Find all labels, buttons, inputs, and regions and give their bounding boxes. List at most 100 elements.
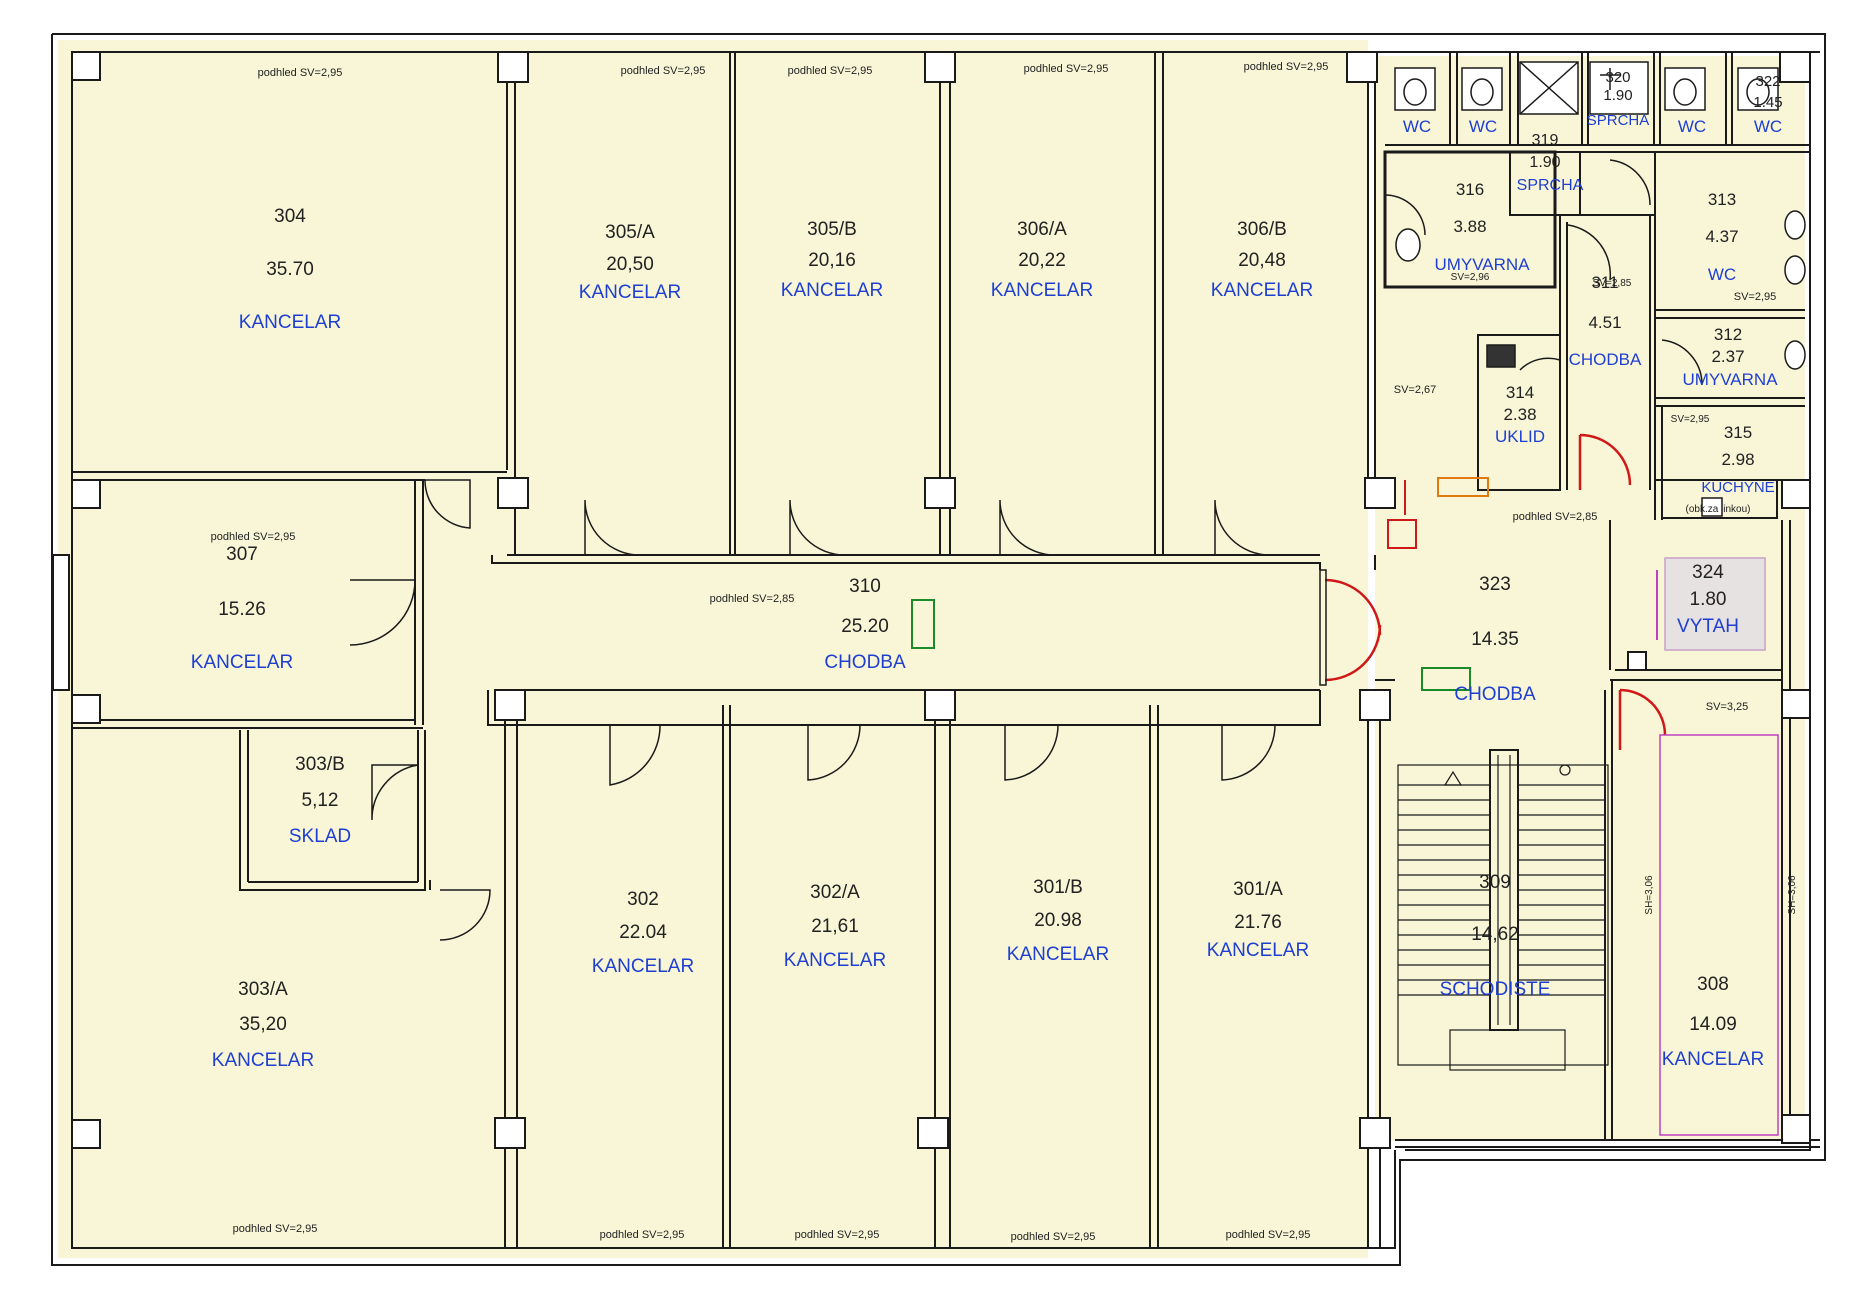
room-name-309: SCHODISTE — [1440, 979, 1551, 1000]
room-area-320: 1.90 — [1603, 87, 1632, 104]
room-area-319: 1.90 — [1529, 154, 1560, 171]
room-name-306a: KANCELAR — [991, 280, 1093, 301]
room-name-310: CHODBA — [824, 652, 906, 673]
room-name-319: SPRCHA — [1517, 177, 1584, 194]
interior-walls — [72, 52, 1810, 1248]
room-308-outline — [1659, 734, 1779, 1136]
room-name-313: WC — [1708, 265, 1736, 284]
room-number-311: 311 — [1591, 273, 1618, 292]
room-number-305a: 305/A — [605, 222, 655, 243]
room-number-307: 307 — [226, 544, 258, 565]
sv-note-316: SV=2,96 — [1451, 272, 1490, 283]
room-name-314: UKLID — [1495, 427, 1545, 446]
staircase — [1397, 749, 1609, 1071]
room-area-324: 1.80 — [1690, 589, 1727, 610]
sanitary-fixtures — [1394, 61, 1806, 517]
room-area-302a: 21,61 — [811, 916, 859, 937]
room-number-301b: 301/B — [1033, 877, 1083, 898]
room-name-304: KANCELAR — [239, 312, 341, 333]
sv-note-311: SV=2,85 — [1593, 278, 1632, 289]
room-name-316: UMYVARNA — [1434, 255, 1530, 274]
wc-label-1: WC — [1403, 117, 1431, 136]
room-name-311: CHODBA — [1569, 350, 1642, 369]
room-area-312: 2.37 — [1711, 347, 1744, 366]
room-name-302a: KANCELAR — [784, 950, 886, 971]
room-area-316: 3.88 — [1453, 217, 1486, 236]
doors — [349, 159, 1703, 941]
ceiling-note-306a: podhled SV=2,95 — [1024, 63, 1109, 75]
room-name-308: KANCELAR — [1662, 1049, 1764, 1070]
room-name-305a: KANCELAR — [579, 282, 681, 303]
room-area-304: 35.70 — [266, 259, 314, 280]
ceiling-note-305b: podhled SV=2,95 — [788, 65, 873, 77]
room-number-301a: 301/A — [1233, 879, 1283, 900]
room-number-322: 322 — [1755, 73, 1780, 90]
room-number-303a: 303/A — [238, 979, 288, 1000]
room-area-301b: 20.98 — [1034, 910, 1082, 931]
room-number-324: 324 — [1692, 562, 1724, 583]
elevator-shaft — [1664, 557, 1766, 651]
left-wall-bump — [52, 554, 70, 691]
room-area-301a: 21.76 — [1234, 912, 1282, 933]
room-number-314: 314 — [1506, 383, 1534, 402]
room-number-302: 302 — [627, 889, 659, 910]
room-name-323: CHODBA — [1454, 684, 1536, 705]
room-area-308: 14.09 — [1689, 1014, 1737, 1035]
sv-note-315: SV=2,95 — [1671, 414, 1710, 425]
room-name-322: WC — [1754, 117, 1782, 136]
room-number-323: 323 — [1479, 574, 1511, 595]
fire-doors — [1324, 433, 1667, 750]
room-name-301a: KANCELAR — [1207, 940, 1309, 961]
sv-note-313: SV=2,95 — [1734, 291, 1777, 303]
room-area-322: 1.45 — [1753, 94, 1782, 111]
ceiling-note-301a: podhled SV=2,95 — [1226, 1229, 1311, 1241]
ceiling-note-301b: podhled SV=2,95 — [1011, 1231, 1096, 1243]
room-number-302a: 302/A — [810, 882, 860, 903]
room-number-316: 316 — [1456, 180, 1484, 199]
sv-note-308: SV=3,25 — [1706, 701, 1749, 713]
room-number-308: 308 — [1697, 974, 1729, 995]
room-area-303a: 35,20 — [239, 1014, 287, 1035]
room-name-320: SPRCHA — [1587, 112, 1650, 129]
room-number-315: 315 — [1724, 423, 1752, 442]
room-area-307: 15.26 — [218, 599, 266, 620]
service-box — [1627, 651, 1647, 671]
room-name-324: VYTAH — [1677, 616, 1739, 637]
room-number-320: 320 — [1605, 69, 1630, 86]
room-name-312: UMYVARNA — [1682, 370, 1778, 389]
room-number-309: 309 — [1479, 872, 1511, 893]
structural-columns — [71, 51, 1811, 1149]
wc-label-2: WC — [1469, 117, 1497, 136]
corridor-glass-door — [1319, 569, 1327, 686]
room-number-303b: 303/B — [295, 754, 345, 775]
room-number-319: 319 — [1532, 132, 1559, 149]
ceiling-note-302a: podhled SV=2,95 — [795, 1229, 880, 1241]
room-area-302: 22.04 — [619, 922, 667, 943]
room-name-303a: KANCELAR — [212, 1050, 314, 1071]
fire-equipment — [1387, 477, 1489, 549]
outer-walls — [51, 33, 1826, 1266]
wc-label-3: WC — [1678, 117, 1706, 136]
ceiling-note-306b: podhled SV=2,95 — [1244, 61, 1329, 73]
ceiling-note-305a: podhled SV=2,95 — [621, 65, 706, 77]
room-name-305b: KANCELAR — [781, 280, 883, 301]
room-area-303b: 5,12 — [302, 790, 339, 811]
room-area-314: 2.38 — [1503, 405, 1536, 424]
kitchen-note: (obk.za linkou) — [1685, 504, 1750, 515]
room-area-309: 14,62 — [1471, 924, 1519, 945]
room-name-315: KUCHYNE — [1701, 479, 1774, 496]
room-number-306a: 306/A — [1017, 219, 1067, 240]
room-name-303b: SKLAD — [289, 826, 351, 847]
room-number-304: 304 — [274, 206, 306, 227]
room-area-315: 2.98 — [1721, 450, 1754, 469]
ceiling-note-323: podhled SV=2,85 — [1513, 511, 1598, 523]
ceiling-note-310: podhled SV=2,85 — [710, 593, 795, 605]
ceiling-note-304: podhled SV=2,95 — [258, 67, 343, 79]
room-area-306a: 20,22 — [1018, 250, 1066, 271]
room-number-306b: 306/B — [1237, 219, 1287, 240]
room-area-305a: 20,50 — [606, 254, 654, 275]
room-number-312: 312 — [1714, 325, 1742, 344]
sh-note-right: SH=3,06 — [1787, 875, 1798, 915]
exit-signs — [911, 599, 1471, 691]
